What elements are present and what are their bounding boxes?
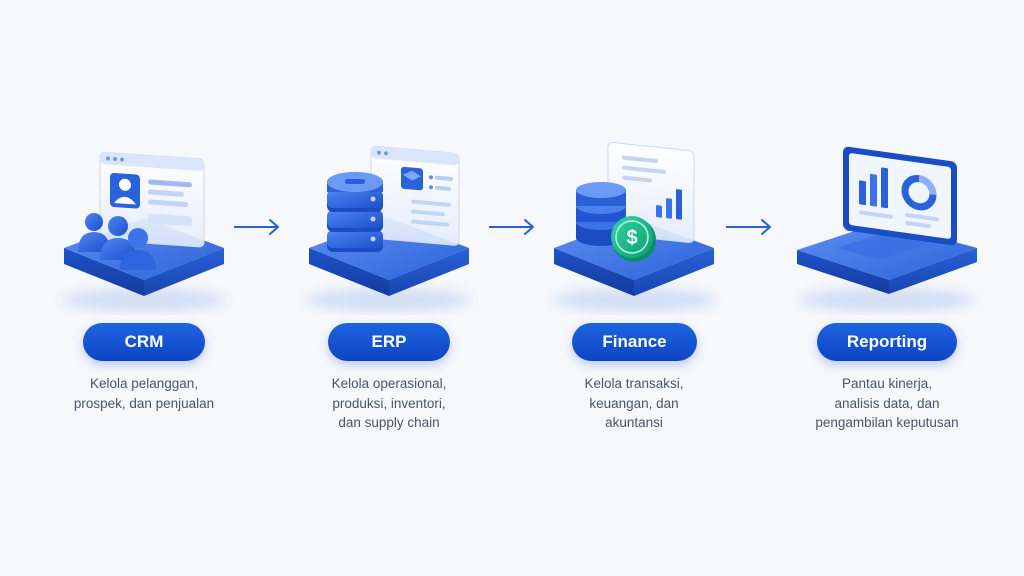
description-line: Pantau kinerja, <box>841 376 933 391</box>
step-reporting: Reporting Pantau kinerja, analisis data,… <box>777 0 997 576</box>
svg-text:$: $ <box>626 227 637 249</box>
description-line: akuntansi <box>605 415 663 430</box>
step-description: Kelola operasional, produksi, inventori,… <box>279 374 499 433</box>
description-line: analisis data, dan <box>834 395 940 411</box>
finance-coins-icon: $ <box>552 141 716 312</box>
step-label: ERP <box>328 323 450 361</box>
arrow-right-icon <box>726 219 771 235</box>
description-line: prospek, dan penjualan <box>73 395 215 411</box>
reporting-laptop-icon <box>797 146 977 312</box>
description-line: keuangan, dan <box>589 395 679 411</box>
step-description: Pantau kinerja, analisis data, dan penga… <box>777 374 997 433</box>
arrow-right-icon <box>234 219 279 235</box>
step-label: Reporting <box>817 323 957 361</box>
arrow-right-icon <box>489 219 534 235</box>
step-finance: $ Finance Kelola transaksi, keuangan, da… <box>524 0 744 576</box>
description-line: pengambilan keputusan <box>815 415 959 430</box>
step-label: CRM <box>83 323 205 361</box>
step-description: Kelola pelanggan, prospek, dan penjualan <box>34 374 254 413</box>
step-erp: ERP Kelola operasional, produksi, invent… <box>279 0 499 576</box>
step-label: Finance <box>572 323 697 361</box>
description-line: Kelola transaksi, <box>584 376 684 391</box>
erp-server-icon <box>307 145 471 312</box>
step-crm: CRM Kelola pelanggan, prospek, dan penju… <box>34 0 254 576</box>
description-line: produksi, inventori, <box>332 395 446 411</box>
description-line: Kelola pelanggan, <box>89 376 199 391</box>
description-line: dan supply chain <box>338 415 440 430</box>
crm-users-icon <box>62 151 226 312</box>
step-description: Kelola transaksi, keuangan, dan akuntans… <box>524 374 744 433</box>
description-line: Kelola operasional, <box>331 376 447 391</box>
